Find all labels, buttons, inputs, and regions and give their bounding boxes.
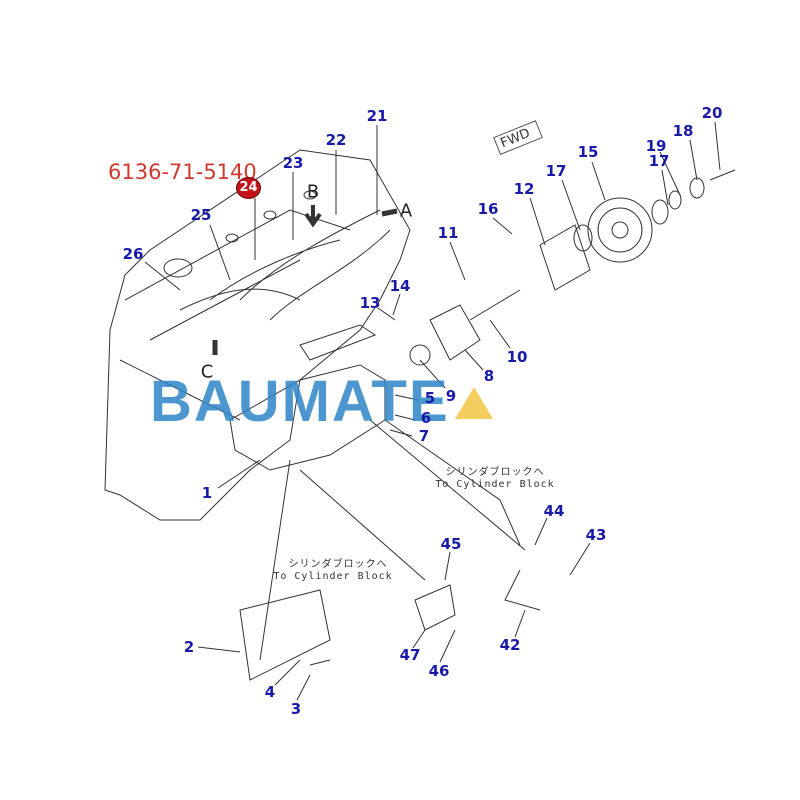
callout[interactable]: 44 — [543, 502, 565, 520]
callout[interactable]: 2 — [183, 638, 195, 656]
note-jp: シリンダブロックへ — [288, 559, 388, 570]
callout[interactable]: 16 — [477, 200, 499, 218]
callout[interactable]: 21 — [366, 107, 388, 125]
callout[interactable]: 18 — [672, 122, 694, 140]
callout[interactable]: 22 — [325, 131, 347, 149]
callout[interactable]: 13 — [359, 294, 381, 312]
view-letter-a: A — [399, 200, 413, 222]
callout[interactable]: 3 — [290, 700, 302, 718]
view-letter-b: B — [306, 181, 320, 203]
callout[interactable]: 26 — [122, 245, 144, 263]
callout[interactable]: 11 — [437, 224, 459, 242]
callout[interactable]: 43 — [585, 526, 607, 544]
callout[interactable]: 17 — [648, 152, 670, 170]
callout[interactable]: 42 — [499, 636, 521, 654]
watermark-logo: BAUMATE — [150, 369, 450, 434]
callout[interactable]: 8 — [483, 367, 495, 385]
callout[interactable]: 47 — [399, 646, 421, 664]
note-en: To Cylinder Block — [273, 571, 393, 582]
callout[interactable]: 23 — [282, 154, 304, 172]
note-en: To Cylinder Block — [435, 479, 555, 490]
callout[interactable]: 19 — [645, 137, 667, 155]
callout[interactable]: 20 — [701, 104, 723, 122]
view-letter-c: C — [200, 361, 214, 383]
callout[interactable]: 6 — [420, 409, 432, 427]
callout[interactable]: 1 — [201, 484, 213, 502]
callout[interactable]: 15 — [577, 143, 599, 161]
highlight-badge-24[interactable]: 24 — [236, 177, 261, 199]
watermark-triangle-icon — [455, 387, 493, 419]
callout[interactable]: 45 — [440, 535, 462, 553]
note-jp: シリンダブロックへ — [445, 467, 545, 478]
callout[interactable]: 9 — [445, 387, 457, 405]
callout[interactable]: 17 — [545, 162, 567, 180]
callout[interactable]: 5 — [424, 389, 436, 407]
callout[interactable]: 7 — [418, 427, 430, 445]
callout[interactable]: 46 — [428, 662, 450, 680]
part-number-label: 6136-71-5140 — [108, 160, 257, 184]
callout[interactable]: 10 — [506, 348, 528, 366]
callout[interactable]: 4 — [264, 683, 276, 701]
callout[interactable]: 14 — [389, 277, 411, 295]
callout[interactable]: 12 — [513, 180, 535, 198]
callout[interactable]: 25 — [190, 206, 212, 224]
